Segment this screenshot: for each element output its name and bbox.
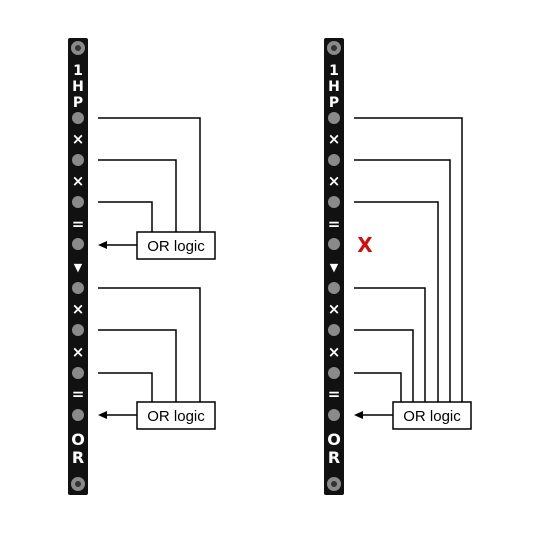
output-jack-1[interactable] bbox=[328, 238, 340, 250]
module-label-bottom: O R bbox=[327, 430, 341, 467]
combine-glyph: × bbox=[328, 300, 341, 318]
input-jack-4[interactable] bbox=[328, 282, 340, 294]
equals-glyph: = bbox=[328, 215, 341, 233]
equals-glyph: = bbox=[72, 385, 85, 403]
wire-line bbox=[354, 117, 463, 402]
module-panel bbox=[324, 38, 344, 495]
input-jack-5[interactable] bbox=[328, 324, 340, 336]
module-label-top-h: H bbox=[72, 79, 84, 95]
input-jack-5[interactable] bbox=[72, 324, 84, 336]
combine-glyph: × bbox=[72, 300, 85, 318]
input-jack-6[interactable] bbox=[328, 367, 340, 379]
disabled-output-mark: X bbox=[357, 233, 373, 257]
module-label-top-1: 1 bbox=[73, 63, 83, 79]
mount-screw-bottom-hole bbox=[75, 481, 81, 487]
wire-line bbox=[98, 159, 177, 232]
mount-screw-top-hole bbox=[75, 45, 81, 51]
module-panel bbox=[68, 38, 88, 495]
wire-line bbox=[354, 372, 402, 402]
input-jack-3[interactable] bbox=[328, 196, 340, 208]
wire-line bbox=[354, 329, 414, 402]
mount-screw-top-hole bbox=[331, 45, 337, 51]
input-jack-3[interactable] bbox=[72, 196, 84, 208]
wire-line bbox=[98, 287, 201, 402]
module-label-top-p: P bbox=[329, 95, 339, 111]
wire-line bbox=[98, 117, 201, 232]
module-label-top-p: P bbox=[73, 95, 83, 111]
mount-screw-bottom-hole bbox=[331, 481, 337, 487]
output-arrowhead bbox=[354, 411, 363, 419]
module-label-bottom: O R bbox=[71, 430, 85, 467]
combine-glyph: × bbox=[72, 343, 85, 361]
input-jack-1[interactable] bbox=[328, 112, 340, 124]
combine-glyph: × bbox=[328, 172, 341, 190]
output-arrowhead bbox=[98, 411, 107, 419]
input-jack-6[interactable] bbox=[72, 367, 84, 379]
output-jack-2[interactable] bbox=[72, 409, 84, 421]
or-logic-box bbox=[392, 401, 472, 430]
module-left: 1 H P × × = ▼ × × = O R OR logic bbox=[68, 38, 216, 495]
module-label-bottom-o: O bbox=[327, 430, 341, 449]
arrow-down-glyph: ▼ bbox=[330, 261, 339, 274]
input-jack-2[interactable] bbox=[72, 154, 84, 166]
module-right: 1 H P × × = ▼ × × = O R X OR bbox=[324, 38, 472, 495]
module-label-top: 1 H P bbox=[328, 63, 340, 111]
output-arrowhead bbox=[98, 241, 107, 249]
output-jack-1[interactable] bbox=[72, 238, 84, 250]
combine-glyph: × bbox=[72, 172, 85, 190]
or-logic-label: OR logic bbox=[403, 408, 461, 425]
equals-glyph: = bbox=[328, 385, 341, 403]
or-logic-label: OR logic bbox=[147, 238, 205, 255]
combine-glyph: × bbox=[72, 130, 85, 148]
arrow-down-glyph: ▼ bbox=[74, 261, 83, 274]
wire-line bbox=[354, 287, 426, 402]
equals-glyph: = bbox=[72, 215, 85, 233]
output-jack-2[interactable] bbox=[328, 409, 340, 421]
wire-line bbox=[98, 201, 153, 232]
module-label-top: 1 H P bbox=[72, 63, 84, 111]
combine-glyph: × bbox=[328, 130, 341, 148]
input-jack-1[interactable] bbox=[72, 112, 84, 124]
wire-line bbox=[354, 159, 451, 402]
module-label-bottom-o: O bbox=[71, 430, 85, 449]
wire-line bbox=[98, 372, 153, 402]
module-label-top-1: 1 bbox=[329, 63, 339, 79]
or-logic-box bbox=[136, 231, 216, 260]
wire-line bbox=[98, 329, 177, 402]
input-jack-4[interactable] bbox=[72, 282, 84, 294]
combine-glyph: × bbox=[328, 343, 341, 361]
module-label-top-h: H bbox=[328, 79, 340, 95]
or-logic-label: OR logic bbox=[147, 408, 205, 425]
wire-line bbox=[354, 201, 439, 402]
module-label-bottom-r: R bbox=[328, 448, 340, 467]
module-label-bottom-r: R bbox=[72, 448, 84, 467]
input-jack-2[interactable] bbox=[328, 154, 340, 166]
